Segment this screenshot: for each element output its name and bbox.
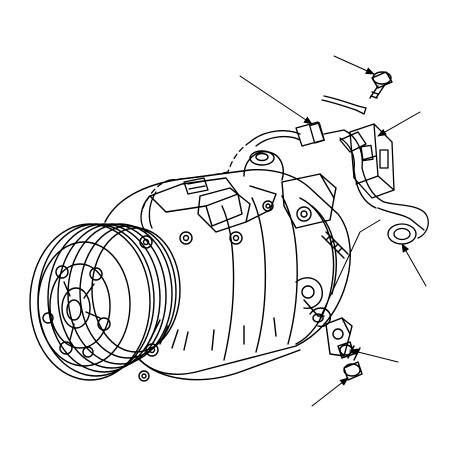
leader-plug xyxy=(401,243,427,287)
leader-lower-bolt xyxy=(311,377,349,407)
compressor-body xyxy=(104,150,351,381)
leader-clip-bolt xyxy=(349,348,399,363)
wiring-harness xyxy=(140,95,429,245)
upper-bolt xyxy=(369,71,393,99)
clutch-pulley xyxy=(29,223,181,382)
leader-harness-wire xyxy=(239,75,313,125)
callout-leaders xyxy=(239,55,427,407)
leader-upper-bolt xyxy=(333,55,375,75)
leader-connector-bracket xyxy=(377,111,421,137)
